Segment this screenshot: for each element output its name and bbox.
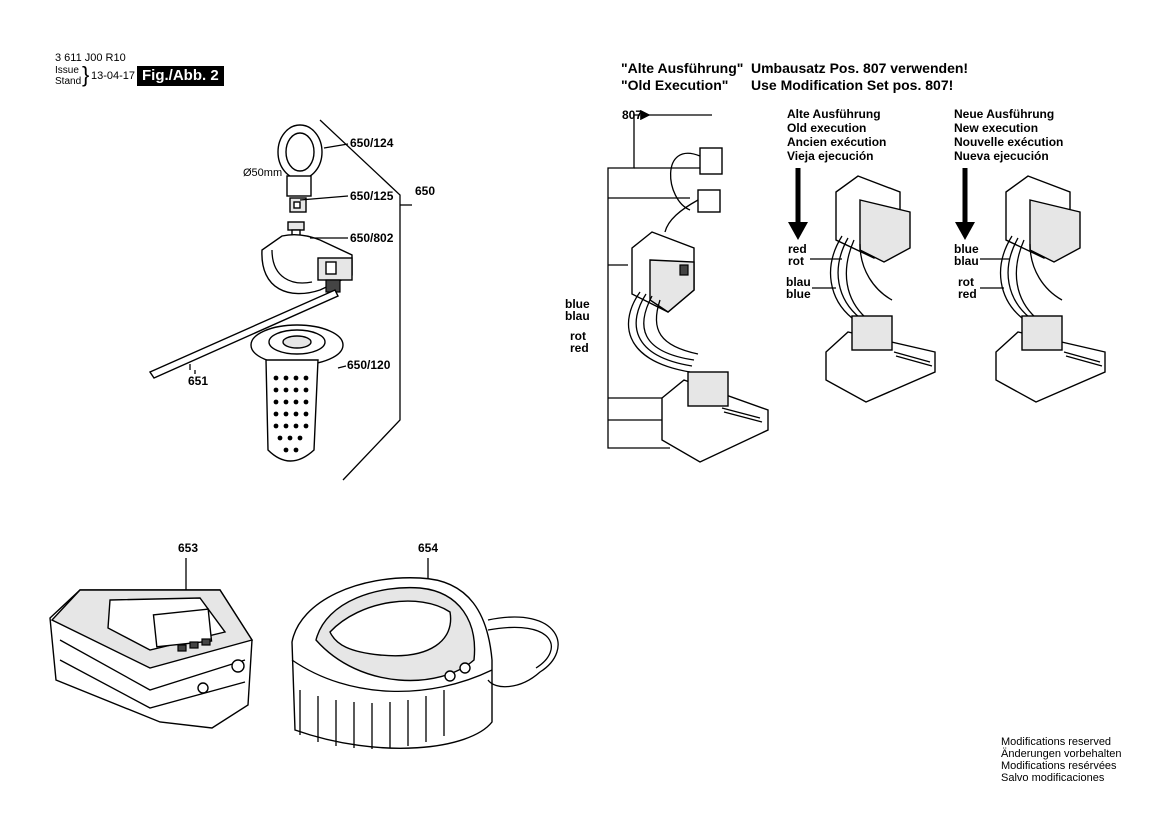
wire-label: red (570, 341, 589, 355)
stand-label: Stand (55, 76, 82, 87)
issue-label: Issue (55, 65, 79, 76)
wire-label: red (788, 242, 807, 256)
charger-654 (291, 558, 559, 749)
doc-number: 3 611 J00 R10 (55, 52, 126, 64)
part-label-653: 653 (178, 541, 199, 555)
notice-text-en: Use Modification Set pos. 807! (751, 77, 954, 93)
modifications-fr: Modifications resérvées (1001, 760, 1117, 772)
auxiliary-handle-assembly (148, 119, 412, 481)
header-brace: } (82, 62, 90, 87)
wire-label: red (958, 287, 977, 301)
notice-quote-en: "Old Execution" (621, 77, 729, 93)
band-clamp-650-124 (277, 124, 323, 213)
wire-label: rot (788, 254, 804, 268)
modifications-es: Salvo modificaciones (1001, 772, 1105, 784)
figure-label: Fig./Abb. 2 (137, 66, 224, 86)
notice-quote-de: "Alte Ausführung" (621, 60, 744, 76)
part-label-650-124: 650/124 (350, 136, 394, 150)
part-label-650-120: 650/120 (347, 358, 391, 372)
new-execution-assembly (955, 168, 1106, 403)
wire-label: rot (570, 329, 586, 343)
modifications-en: Modifications reserved (1001, 736, 1112, 748)
wire-label: blue (786, 287, 811, 301)
wire-label: blau (786, 275, 811, 289)
part-label-654: 654 (418, 541, 439, 555)
part-label-650-802: 650/802 (350, 231, 394, 245)
old-execution-en: Old execution (787, 121, 867, 135)
part-label-807: 807 (622, 108, 643, 122)
bracket-650 (319, 119, 401, 481)
switch-assembly-807 (607, 109, 769, 463)
wire-label: blue (565, 297, 590, 311)
battery-pack-653 (49, 558, 254, 729)
wire-label: blue (954, 242, 979, 256)
part-label-650-125: 650/125 (350, 189, 394, 203)
old-execution-de: Alte Ausführung (787, 107, 881, 121)
new-execution-es: Nueva ejecución (954, 149, 1049, 163)
new-execution-en: New execution (954, 121, 1039, 135)
new-execution-de: Neue Ausführung (954, 107, 1055, 121)
old-execution-fr: Ancien exécution (787, 135, 887, 149)
old-execution-assembly (788, 168, 936, 403)
diameter-label: Ø50mm (243, 167, 283, 179)
wire-label: blau (954, 254, 979, 268)
part-label-650: 650 (415, 184, 436, 198)
notice-text-de: Umbausatz Pos. 807 verwenden! (751, 60, 969, 76)
part-label-651: 651 (188, 374, 209, 388)
modifications-de: Änderungen vorbehalten (1001, 748, 1122, 760)
handle-head-650-802 (261, 233, 353, 295)
old-execution-es: Vieja ejecución (787, 149, 874, 163)
wire-label: rot (958, 275, 974, 289)
header-date: 13-04-17 (91, 70, 136, 82)
new-execution-fr: Nouvelle exécution (954, 135, 1064, 149)
depth-rod-651 (148, 289, 339, 379)
wire-label: blau (565, 309, 590, 323)
grip-650-120 (250, 324, 344, 462)
